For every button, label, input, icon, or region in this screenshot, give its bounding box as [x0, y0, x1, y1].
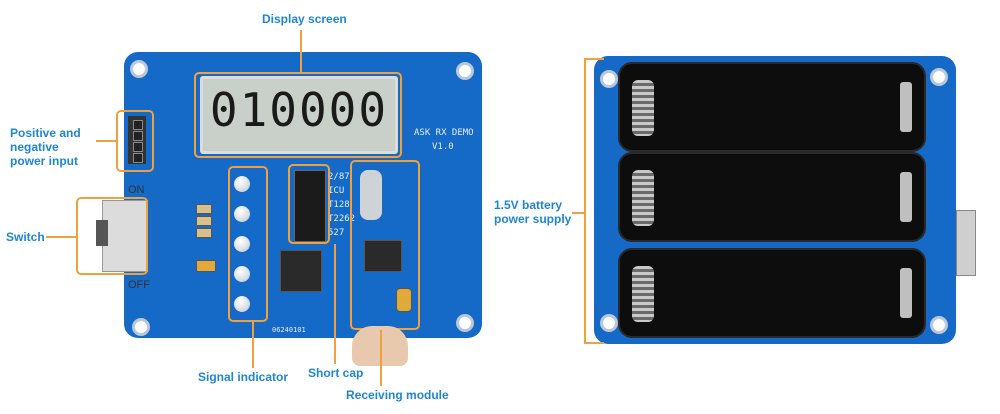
battery-callout-line: [572, 212, 584, 214]
crystal: [360, 170, 382, 220]
led-indicator: [234, 266, 250, 282]
resistor: [196, 204, 212, 214]
receiver-chip: [364, 240, 402, 272]
header-pin: [133, 120, 143, 130]
receiving-callout-line: [380, 330, 382, 386]
battery-contact: [900, 268, 912, 318]
mount-hole: [456, 314, 474, 332]
battery-holder: [618, 248, 926, 338]
jumper-block: [294, 170, 326, 242]
jumper-label: T2262: [328, 214, 356, 224]
battery-callout-bracket: [584, 342, 604, 344]
power-input-label-line2: negative: [10, 140, 59, 154]
led-indicator: [234, 236, 250, 252]
led-indicator: [234, 206, 250, 222]
board-version: V1.0: [432, 142, 454, 152]
mount-hole: [456, 62, 474, 80]
battery-contact: [900, 172, 912, 222]
on-label: ON: [128, 184, 145, 196]
header-pin: [133, 131, 143, 141]
mcu-chip: [280, 250, 322, 292]
board-title: ASK RX DEMO: [414, 128, 474, 138]
power-input-label-line3: power input: [10, 154, 78, 168]
power-callout-line: [96, 140, 116, 142]
signal-indicator-label: Signal indicator: [198, 370, 289, 384]
led-indicator: [234, 296, 250, 312]
battery-side-switch: [956, 210, 976, 276]
mount-hole: [132, 318, 150, 336]
mount-hole: [600, 314, 618, 332]
board-serial: 06240101: [272, 326, 306, 334]
short-cap-callout-line: [334, 244, 336, 364]
short-cap-callout-box: [288, 164, 330, 244]
power-callout-box: [116, 110, 154, 172]
display-screen-label: Display screen: [262, 12, 347, 26]
battery-label-line2: power supply: [494, 212, 572, 226]
jumper-label: ICU: [328, 186, 345, 196]
jumper-label: 2/87: [328, 172, 350, 182]
display-callout-line: [300, 30, 302, 72]
switch-label: Switch: [6, 230, 45, 244]
lcd-display: 010000: [200, 76, 398, 154]
switch-callout-box: [76, 197, 148, 275]
mount-hole: [130, 60, 148, 78]
tuning-capacitor: [396, 288, 412, 312]
display-callout-box: [194, 72, 402, 158]
battery-label-line1: 1.5V battery: [494, 198, 563, 212]
battery-contact: [900, 82, 912, 132]
battery-spring: [632, 266, 654, 322]
switch-callout-line: [46, 236, 76, 238]
lcd-value: 010000: [209, 83, 389, 137]
signal-callout-line: [252, 322, 254, 368]
mount-hole: [930, 68, 948, 86]
jumper-label: T128: [328, 200, 350, 210]
header-pin: [133, 153, 143, 163]
battery-holder: [618, 152, 926, 242]
receiving-callout-box: [350, 160, 420, 330]
battery-holder: [618, 62, 926, 152]
resistor: [196, 216, 212, 226]
off-label: OFF: [128, 279, 150, 291]
led-indicator: [234, 176, 250, 192]
jumper-label: 527: [328, 228, 345, 238]
battery-spring: [632, 80, 654, 136]
signal-callout-box: [228, 166, 268, 322]
switch-knob: [96, 220, 108, 246]
header-pin: [133, 142, 143, 152]
resistor: [196, 228, 212, 238]
receiving-module-label: Receiving module: [346, 388, 449, 402]
capacitor: [196, 260, 216, 272]
battery-callout-bracket: [584, 58, 604, 60]
power-input-label-line1: Positive and: [10, 126, 81, 140]
short-cap-label: Short cap: [308, 366, 364, 380]
mount-hole: [600, 70, 618, 88]
battery-callout-bracket: [584, 58, 586, 344]
battery-spring: [632, 170, 654, 226]
mount-hole: [930, 316, 948, 334]
